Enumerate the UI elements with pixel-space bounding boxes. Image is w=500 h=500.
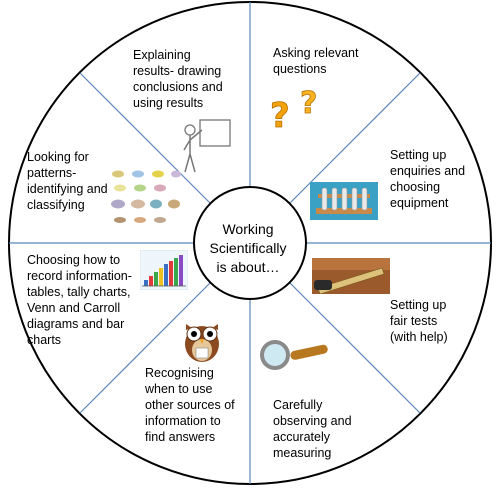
presenter-icon [183,119,231,173]
divider-bottom-right [289,282,421,414]
svg-text:?: ? [300,87,317,121]
owl-icon [185,324,219,362]
segment-label-asking: Asking relevant questions [273,46,359,76]
bar-chart-icon [140,250,188,290]
segment-label-observing: Carefully observing and accurately measu… [273,398,352,460]
segment-label-sources: Recognising when to use other sources of… [145,366,235,444]
divider-bottom-left [79,282,211,414]
segment-label-enquiries: Setting up enquiries and choosing equipm… [390,148,466,210]
magnifying-glass-icon [260,340,328,370]
dividers [9,2,491,484]
segment-label-fair-tests: Setting up fair tests (with help) [390,298,448,344]
center-circle [193,186,307,300]
divider-top-right [289,72,421,204]
segment-label-patterns: Looking for patterns- identifying and cl… [27,150,108,212]
ruler-icon [312,258,390,294]
birds-icon [111,170,181,223]
question-marks-icon: ? ? [270,87,318,131]
test-tube-rack-icon [310,182,378,220]
segment-label-recording: Choosing how to record information- tabl… [27,253,132,347]
svg-text:?: ? [270,96,290,131]
center-label: Working Scientifically is about… [209,221,287,275]
segment-label-explaining: Explaining results- drawing conclusions … [133,48,223,110]
divider-top-left [79,72,211,204]
